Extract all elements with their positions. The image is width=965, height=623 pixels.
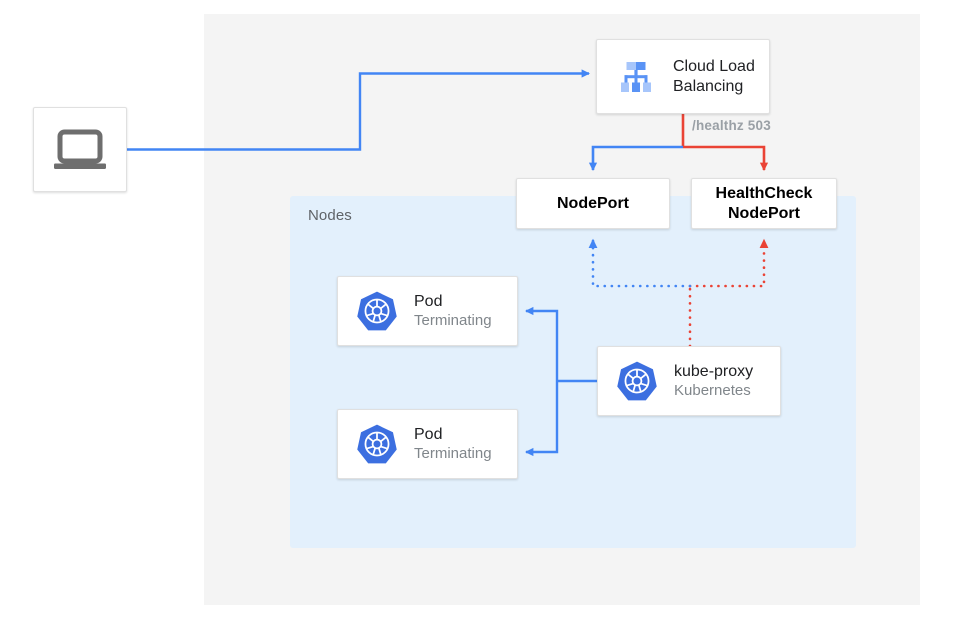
pod-node-1[interactable]: Pod Terminating (337, 276, 518, 346)
kube-proxy-subtitle: Kubernetes (674, 381, 751, 399)
cloud-load-balancing-icon (621, 61, 651, 92)
client-node[interactable] (33, 107, 127, 192)
pod-node-2[interactable]: Pod Terminating (337, 409, 518, 479)
pod-2-subtitle: Terminating (414, 444, 492, 462)
edge-kube-proxy-to-pods (525, 306, 597, 457)
healthcheck-nodeport-node[interactable]: HealthCheck NodePort (691, 178, 837, 229)
kube-proxy-title: kube-proxy (674, 363, 754, 381)
pod-2-title: Pod (414, 426, 443, 444)
healthz-503-edge-label: /healthz 503 (692, 118, 771, 133)
nodeport-label: NodePort (557, 194, 629, 212)
kube-proxy-node[interactable]: kube-proxy Kubernetes (597, 346, 781, 416)
healthcheck-nodeport-label-line1: HealthCheck (715, 184, 813, 202)
laptop-icon (54, 129, 106, 169)
cloud-load-balancing-title: Cloud Load (673, 57, 755, 75)
healthcheck-nodeport-label-line2: NodePort (727, 204, 800, 222)
nodes-group-label: Nodes (308, 207, 352, 224)
edge-load-balancer-split (588, 114, 769, 171)
pod-1-subtitle: Terminating (414, 311, 492, 329)
kubernetes-icon (617, 361, 657, 401)
pod-1-title: Pod (414, 293, 443, 311)
cloud-load-balancing-title-line2: Balancing (673, 77, 744, 95)
kubernetes-icon (357, 424, 397, 464)
edge-kube-proxy-dotted (588, 238, 769, 348)
edge-client-to-load-balancer (127, 69, 590, 151)
kubernetes-icon (357, 291, 397, 331)
nodeport-node[interactable]: NodePort (516, 178, 670, 229)
cloud-load-balancing-node[interactable]: Cloud Load Balancing (596, 39, 770, 114)
